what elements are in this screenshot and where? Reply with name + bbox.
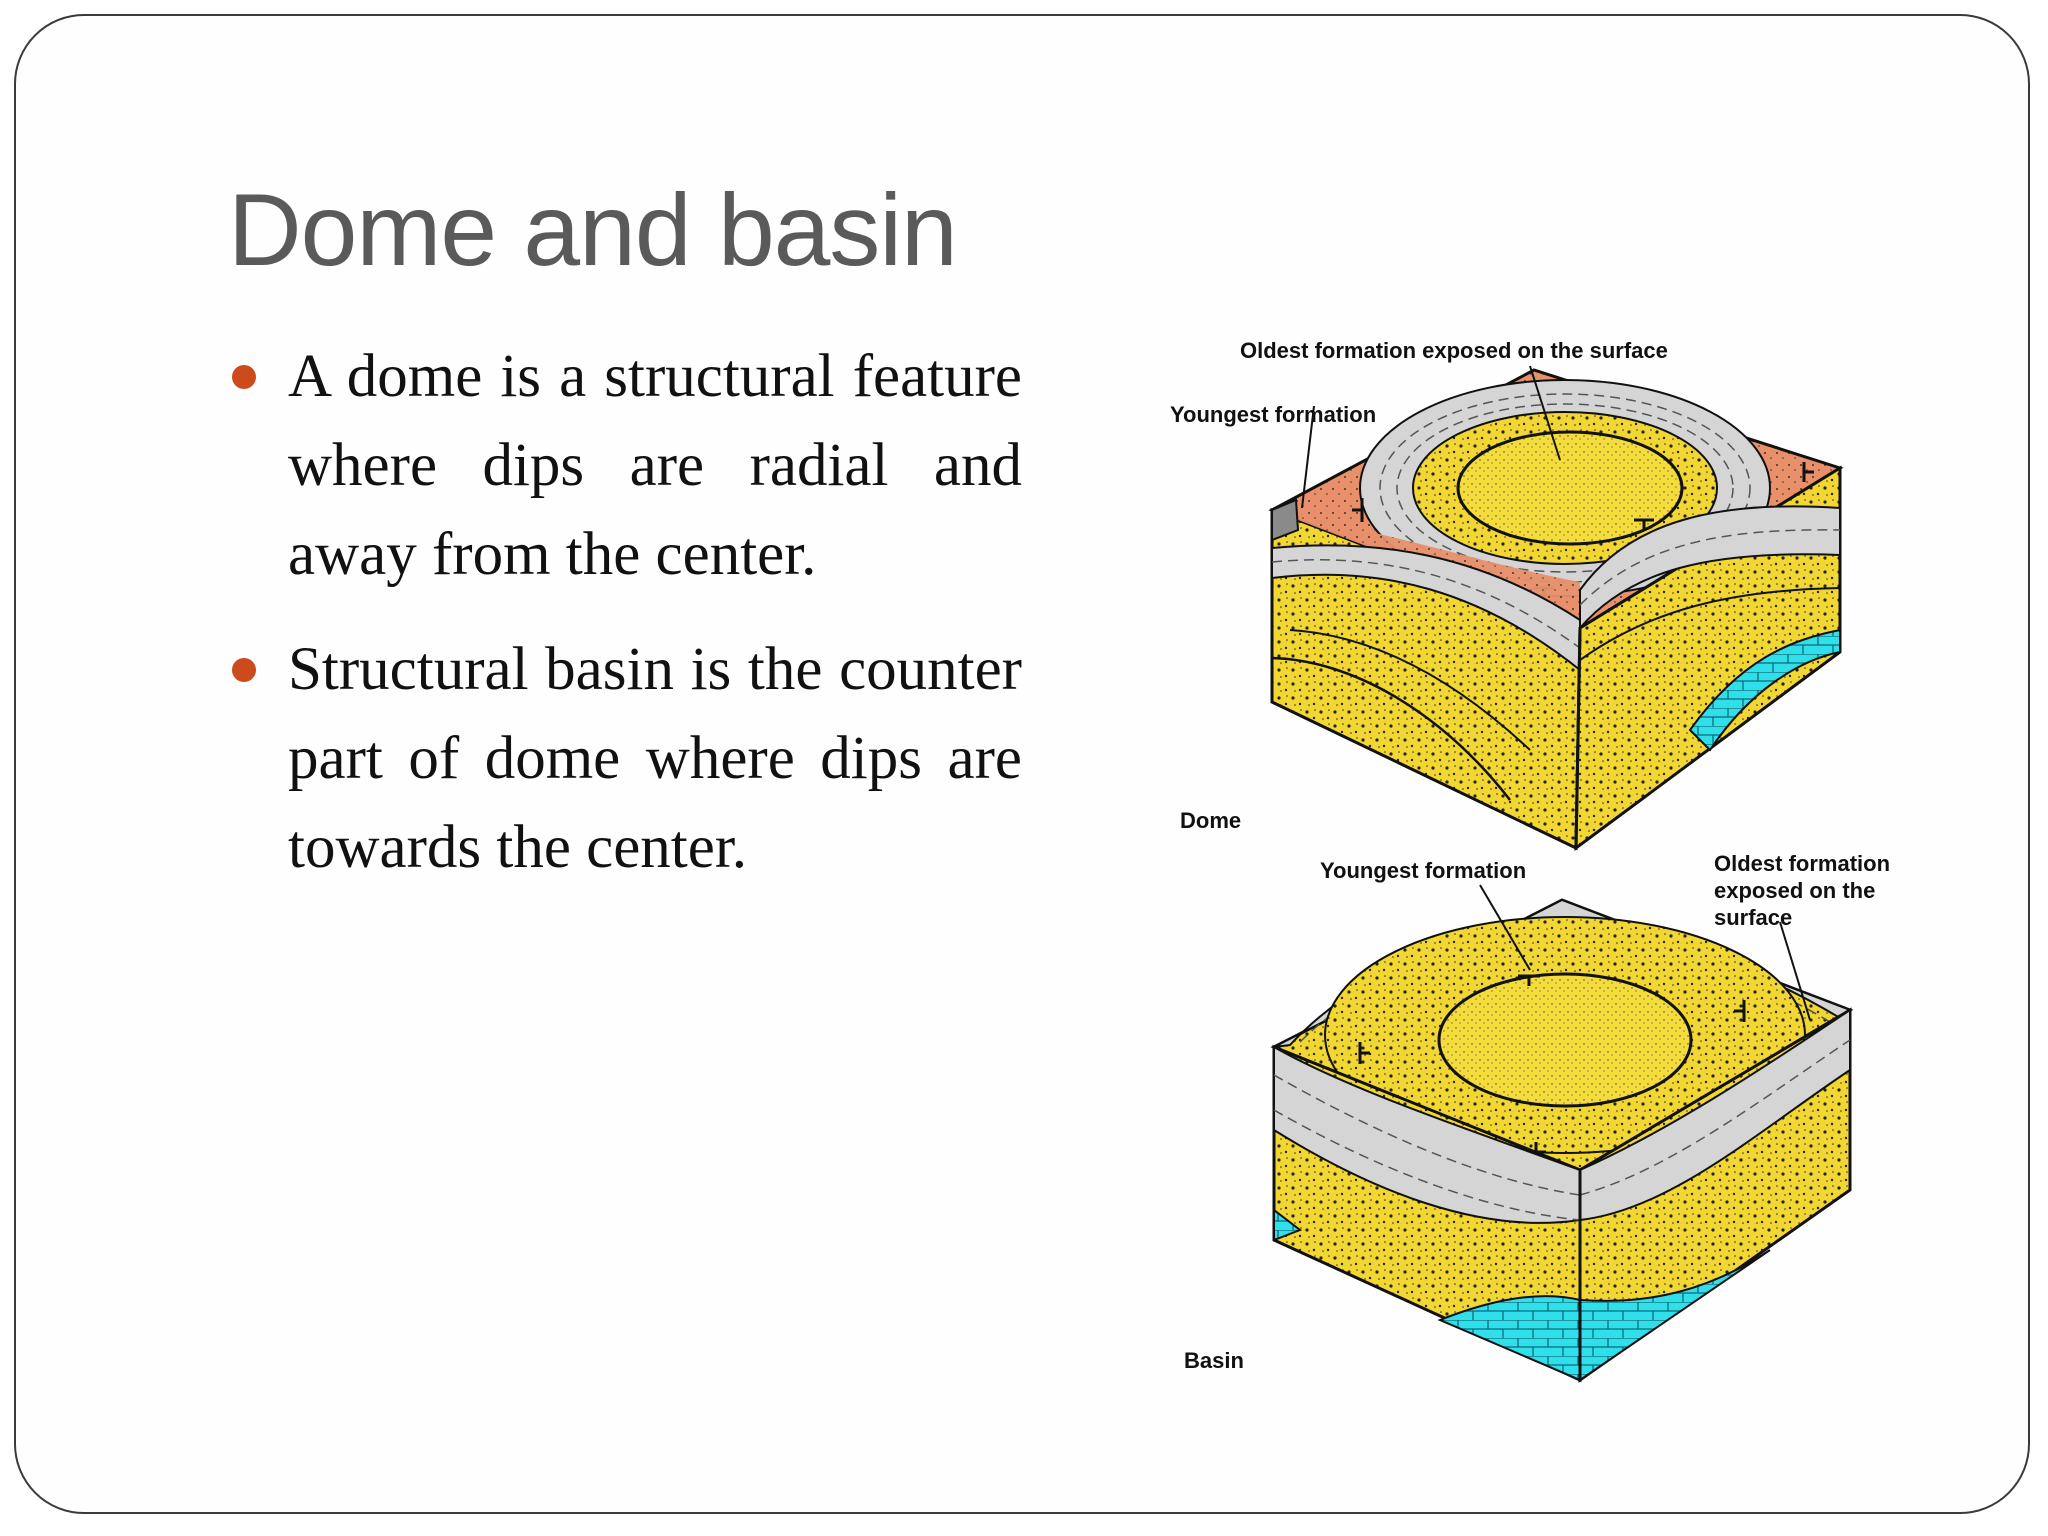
bullet-dot-icon [232, 658, 256, 682]
dome-core-oldest [1456, 430, 1684, 546]
bullet-dot-icon [232, 365, 256, 389]
bullet-text: Structural basin is the counter part of … [288, 636, 1022, 881]
bullet-text: A dome is a structural feature where dip… [288, 343, 1022, 588]
basin-callout-youngest: Youngest formation [1320, 858, 1527, 883]
basin-block [1270, 884, 1854, 1383]
basin-label: Basin [1184, 1348, 1244, 1373]
dome-callout-youngest: Youngest formation [1170, 402, 1377, 427]
bullet-list: A dome is a structural feature where dip… [232, 332, 1022, 918]
dome-callout-oldest: Oldest formation exposed on the surface [1240, 338, 1668, 363]
block-diagrams [1268, 365, 1854, 1383]
slide-title: Dome and basin [228, 173, 958, 287]
dome-label: Dome [1180, 808, 1242, 833]
dome-basin-figure: Oldest formation exposed on the surface … [1150, 330, 1930, 1410]
basin-callout-oldest: Oldest formation exposed on the surface [1714, 851, 1891, 930]
bullet-item-dome: A dome is a structural feature where dip… [232, 332, 1022, 599]
dome-block [1268, 365, 1844, 852]
bullet-item-basin: Structural basin is the counter part of … [232, 625, 1022, 892]
basin-core-youngest [1437, 972, 1693, 1108]
